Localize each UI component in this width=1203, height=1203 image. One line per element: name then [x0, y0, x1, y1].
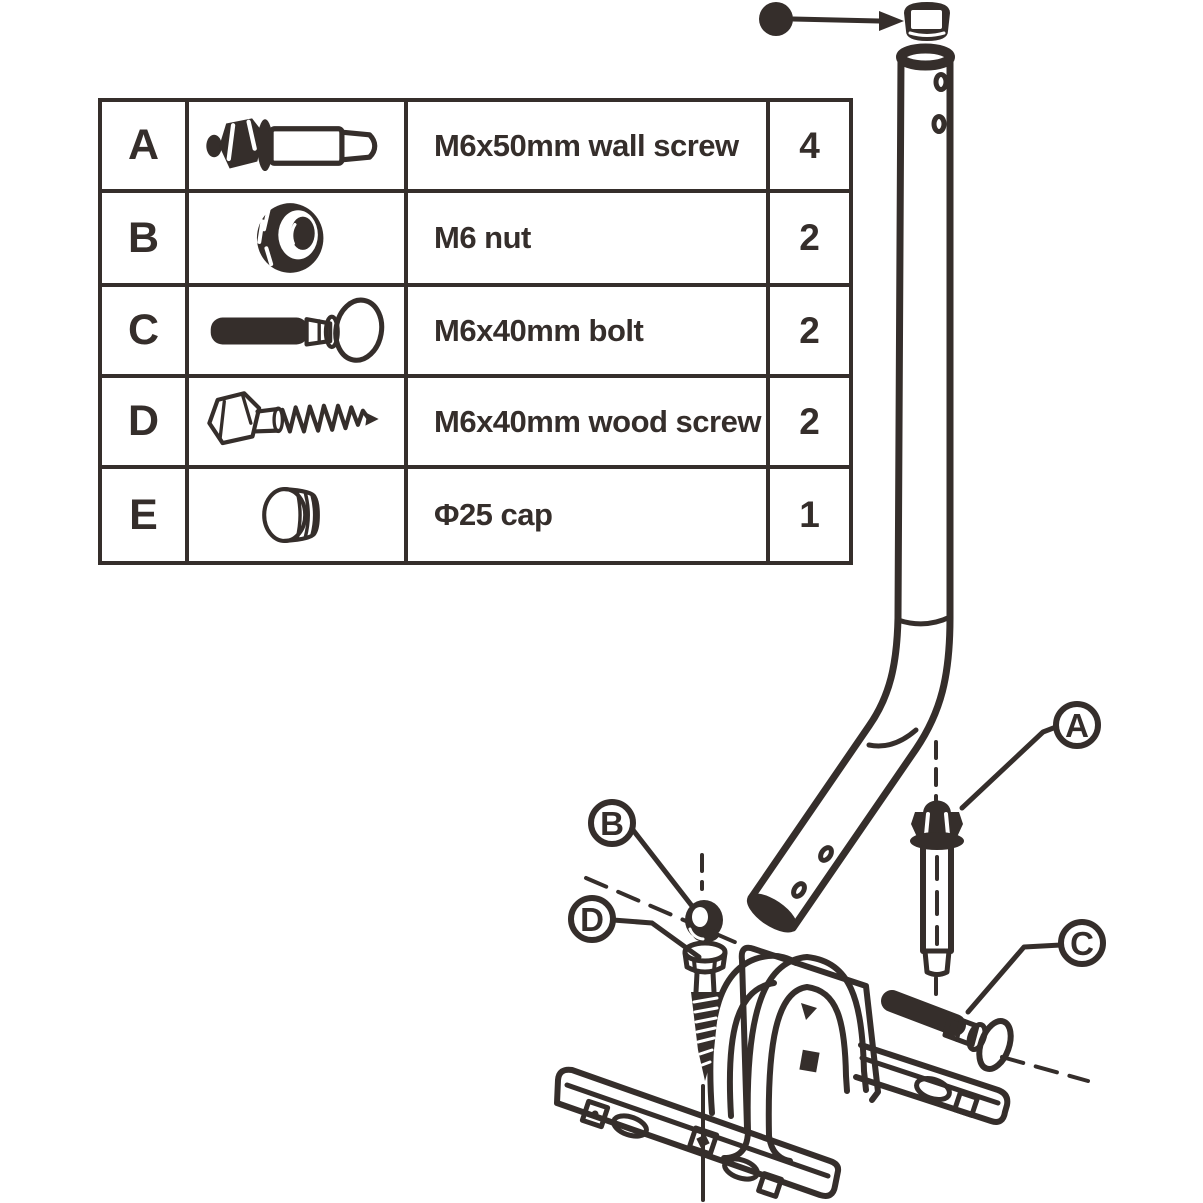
callout-a-label: A — [1065, 707, 1089, 744]
base-hole-square — [579, 1098, 611, 1130]
table-row: E Φ25 cap 1 — [98, 465, 853, 565]
callout-d-circle — [568, 895, 616, 943]
callout-a-leader — [959, 724, 1059, 811]
callout-c-circle — [1058, 919, 1106, 967]
part-quantity: 2 — [766, 283, 853, 378]
wall-plate — [738, 944, 881, 1131]
part-letter: A — [98, 98, 189, 193]
callout-a-circle — [1053, 701, 1101, 749]
bolt-c — [881, 990, 1014, 1072]
callout-b: B — [588, 799, 695, 909]
parts-table: A M6x50mm wall screw 4 B — [98, 98, 853, 565]
part-letter: D — [98, 374, 189, 469]
cap-face — [911, 10, 942, 29]
callout-d: D — [568, 895, 702, 960]
part-description: M6x40mm wood screw — [404, 374, 770, 469]
callout-b-leader — [630, 827, 695, 909]
table-row: A M6x50mm wall screw 4 — [98, 98, 853, 193]
base-hole-oval — [722, 1156, 760, 1182]
pole-hole — [931, 114, 947, 134]
part-description: M6x40mm bolt — [404, 283, 770, 378]
cap-arrowhead — [879, 11, 904, 31]
base-hole-oval — [914, 1075, 952, 1103]
pole-joint-line — [895, 614, 953, 627]
clamp-notch — [801, 1003, 817, 1020]
part-quantity: 2 — [766, 189, 853, 287]
callout-c-label: C — [1070, 925, 1094, 962]
part-letter: C — [98, 283, 189, 378]
base-left-arm — [554, 1066, 842, 1199]
part-quantity: 4 — [766, 98, 853, 193]
bolt-icon — [210, 297, 385, 363]
pole-hole — [933, 72, 949, 92]
pole-top-opening — [896, 43, 955, 71]
part-quantity: 2 — [766, 374, 853, 469]
table-row: C M6x40mm bolt 2 — [98, 283, 853, 378]
saddle-clamp — [707, 952, 869, 1164]
part-letter: E — [98, 465, 189, 565]
base-hole-oval — [611, 1113, 649, 1139]
cap-arrow-line — [790, 16, 882, 24]
part-description: M6x50mm wall screw — [404, 98, 770, 193]
mast-pole — [746, 43, 955, 933]
callout-d-label: D — [580, 901, 604, 938]
flange-nut-icon — [256, 203, 324, 273]
wood-screw-icon — [207, 391, 379, 446]
part-description: Φ25 cap — [404, 465, 770, 565]
callout-b-circle — [588, 799, 636, 847]
part-quantity: 1 — [766, 465, 853, 565]
callout-c: C — [965, 919, 1106, 1015]
clamp-square-hole — [799, 1049, 820, 1073]
table-row: B M6 nut 2 — [98, 189, 853, 287]
cap-icon — [261, 486, 320, 544]
cap-callout-dot — [759, 2, 793, 36]
callout-c-leader — [965, 942, 1064, 1015]
wood-screw-d — [682, 940, 728, 1202]
pole-hole — [791, 881, 807, 899]
end-cap — [759, 2, 950, 41]
table-row: D M6x40mm wood screw 2 — [98, 374, 853, 469]
mount-bracket — [554, 944, 1011, 1199]
pole-open-end — [746, 893, 798, 933]
callout-a: A — [959, 701, 1101, 811]
pole-joint-line — [866, 727, 919, 749]
wall-screw-a — [910, 740, 964, 1002]
base-hole-square — [756, 1171, 784, 1199]
pole-hole — [818, 845, 834, 863]
part-description: M6 nut — [404, 189, 770, 287]
wall-screw-icon — [205, 117, 377, 171]
base-hole-square — [952, 1090, 980, 1118]
base-right-arm — [853, 1042, 1011, 1125]
flange-nut-b — [685, 853, 723, 942]
callout-b-label: B — [600, 805, 624, 842]
part-letter: B — [98, 189, 189, 287]
callout-d-leader — [610, 917, 702, 960]
